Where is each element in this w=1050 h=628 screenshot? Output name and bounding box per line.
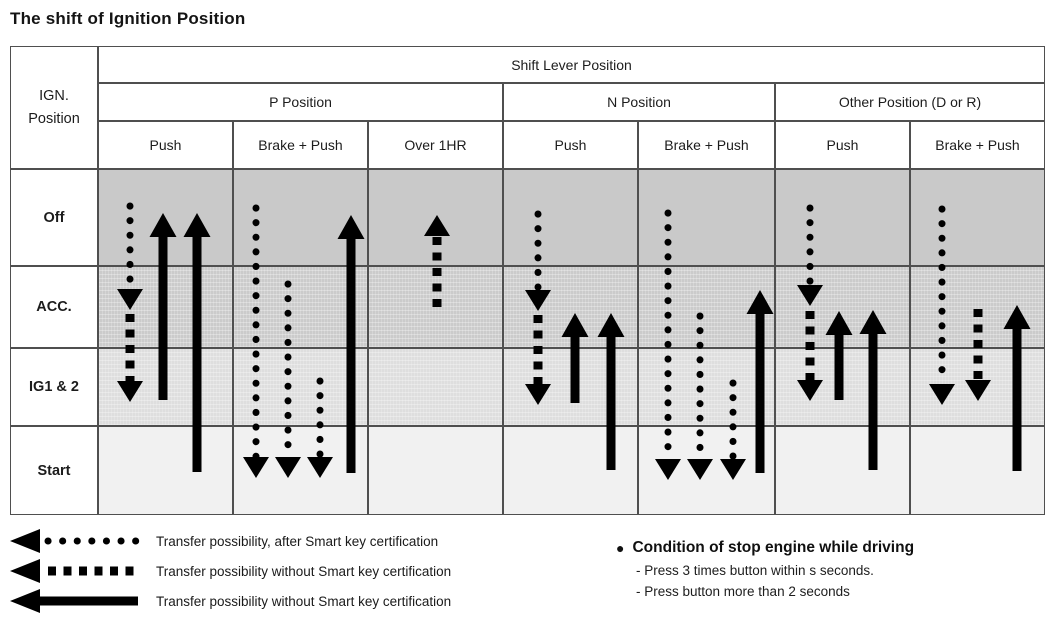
row-label-off: Off (10, 169, 98, 266)
group-header-p-position: P Position (98, 83, 503, 121)
page-title: The shift of Ignition Position (10, 9, 246, 28)
row-band-ig1-2 (98, 348, 1045, 426)
note-item: - Press 3 times button within s seconds. (636, 563, 874, 578)
bullet-icon: ● (616, 540, 625, 556)
legend-label: Transfer possibility, after Smart key ce… (156, 533, 439, 549)
column-divider (909, 169, 911, 515)
legend-row-dotted: Transfer possibility, after Smart key ce… (8, 526, 451, 556)
corner-header-line1: IGN. (39, 88, 69, 105)
row-band-off (98, 169, 1045, 266)
column-divider (774, 169, 776, 515)
column-divider (637, 169, 639, 515)
row-band-start (98, 426, 1045, 515)
note-title-row: ● Condition of stop engine while driving (616, 539, 914, 557)
col-header-p-push: Push (98, 121, 233, 169)
column-divider (502, 169, 504, 515)
col-header-n-push: Push (503, 121, 638, 169)
solid-left-arrow-icon (10, 589, 138, 613)
dashed-left-arrow-icon (10, 559, 138, 583)
row-band-acc (98, 266, 1045, 348)
corner-header-line2: Position (28, 110, 80, 127)
group-header-n-position: N Position (503, 83, 775, 121)
note-title: Condition of stop engine while driving (632, 539, 915, 556)
col-header-other-brake-push: Brake + Push (910, 121, 1045, 169)
col-header-other-push: Push (775, 121, 910, 169)
stop-engine-note: ● Condition of stop engine while driving… (616, 539, 914, 599)
legend-label: Transfer possibility without Smart key c… (156, 563, 452, 579)
row-label-ig1-2: IG1 & 2 (10, 348, 98, 426)
col-header-n-brake-push: Brake + Push (638, 121, 775, 169)
row-label-acc: ACC. (10, 266, 98, 348)
legend-row-solid: Transfer possibility without Smart key c… (8, 586, 451, 616)
legend-label: Transfer possibility without Smart key c… (156, 593, 452, 609)
header-shift-lever-position: Shift Lever Position (98, 46, 1045, 83)
dotted-left-arrow-icon (10, 529, 142, 553)
legend: Transfer possibility, after Smart key ce… (8, 526, 451, 616)
corner-header-ign-position: IGN. Position (10, 46, 98, 169)
column-divider (232, 169, 234, 515)
note-item: - Press button more than 2 seconds (636, 584, 850, 599)
row-label-start: Start (10, 426, 98, 515)
legend-row-dashed: Transfer possibility without Smart key c… (8, 556, 451, 586)
col-header-p-brake-push: Brake + Push (233, 121, 368, 169)
group-header-other-position: Other Position (D or R) (775, 83, 1045, 121)
col-header-over-1hr: Over 1HR (368, 121, 503, 169)
column-divider (367, 169, 369, 515)
